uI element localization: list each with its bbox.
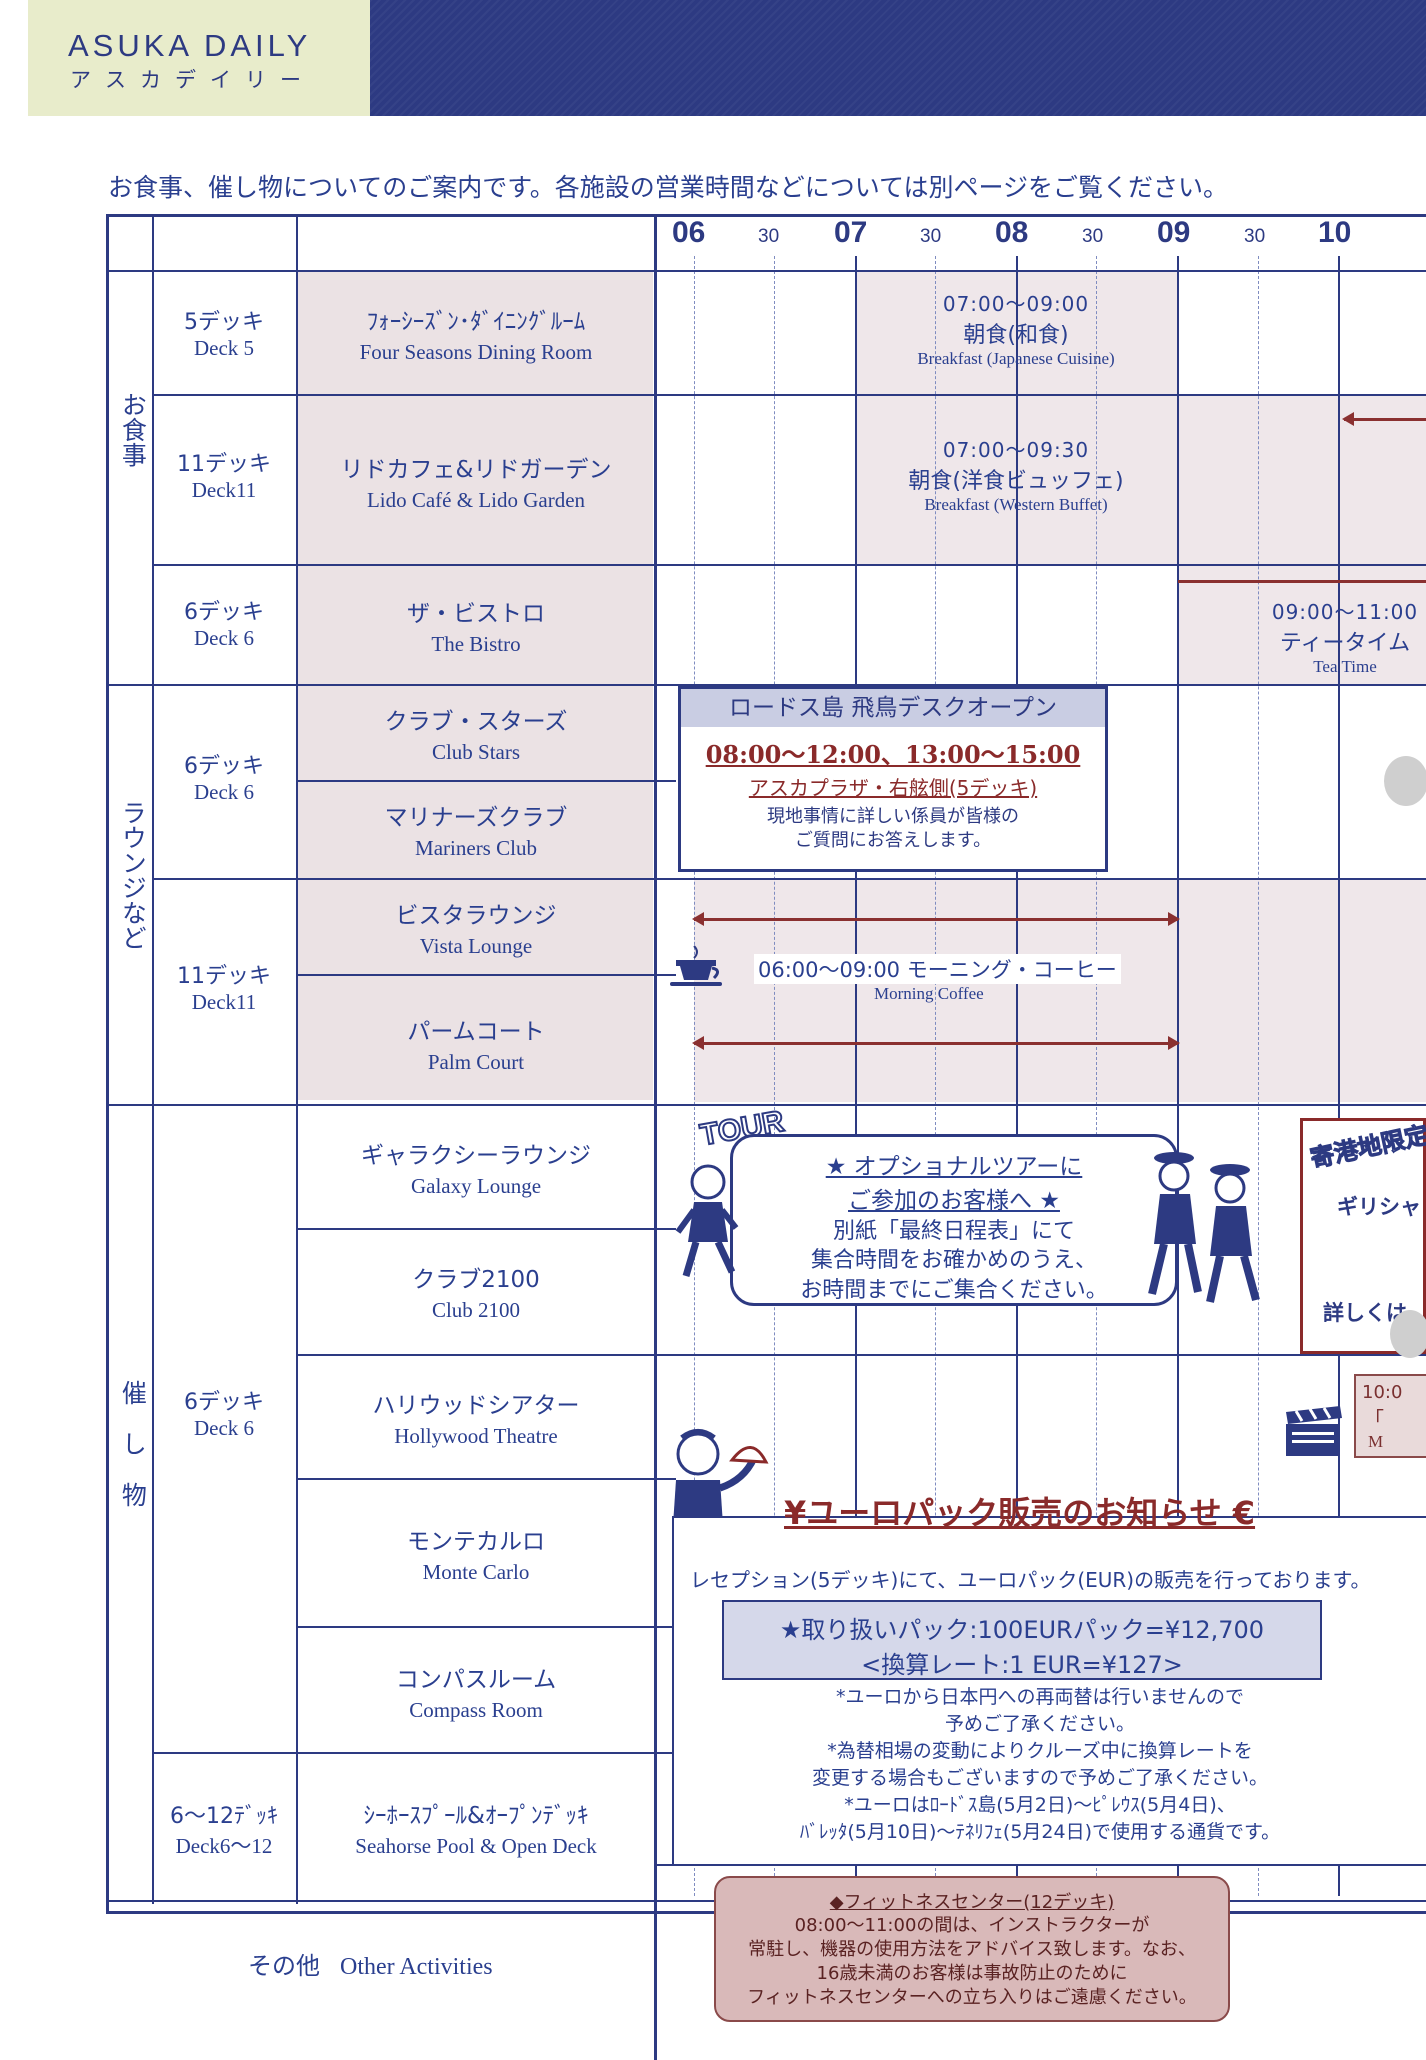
intro-text: お食事、催し物についてのご案内です。各施設の営業時間などについては別ページをご覧… [108,173,1229,202]
category-lounges: ラウンジなど [118,800,148,950]
vista-coffee-arrow [692,912,1180,926]
tourists-illustration [1142,1140,1272,1314]
euro-pack-notes: *ユーロから日本円への再両替は行いませんので 予めご了承ください。 *為替相場の… [799,1686,1281,1843]
hollywood-event-partial: 10:0 「 M [1354,1374,1426,1458]
tour-guide-illustration [672,1160,742,1284]
hour-07: 07 [834,216,868,249]
rhodes-time: 08:00〜12:00、13:00〜15:00 [705,740,1081,769]
tea-shade [1178,566,1426,684]
lido-later-shade [1178,396,1426,564]
header-logo-panel [28,0,370,116]
euro-pack-rate-box: ★取り扱いパック:100EURパック=¥12,700 <換算レート:1 EUR=… [722,1600,1322,1680]
category-dining: お食事 [118,392,148,467]
hour-10: 10 [1318,216,1352,249]
hour-06: 06 [672,216,706,249]
fitness-center-notice: ◆フィットネスセンター(12デッキ) 08:00〜11:00の間は、インストラク… [714,1876,1230,2022]
lounge-later-shade [1178,880,1426,1102]
event-tea: 09:00〜11:00 ティータイム Tea Time [1271,600,1419,676]
event-morning-coffee: 06:00〜09:00 モーニング・コーヒー Morning Coffee [754,954,1154,1004]
event-breakfast-west: 07:00〜09:30 朝食(洋食ビュッフェ) Breakfast (Weste… [908,438,1124,514]
event-breakfast-jp: 07:00〜09:00 朝食(和食) Breakfast (Japanese C… [917,292,1115,368]
palm-coffee-arrow [692,1036,1180,1050]
hour-09: 09 [1157,216,1191,249]
euro-pack-notice [672,1516,1426,1866]
rhodes-location: アスカプラザ・右舷側(5デッキ) [748,776,1038,800]
optional-tour-notice: ★ オプショナルツアーに ご参加のお客様へ ★ 別紙「最終日程表」にて 集合時間… [730,1134,1178,1306]
punch-hole-bottom [1390,1310,1426,1358]
rhodes-desc-1: 現地事情に詳しい係員が皆様の [767,806,1019,827]
hour-08: 08 [995,216,1029,249]
half-0630: 30 [758,226,780,247]
coffee-cup-icon [666,944,730,996]
half-0730: 30 [920,226,942,247]
half-0930: 30 [1244,226,1266,247]
half-0830: 30 [1082,226,1104,247]
category-events: 催し物 [118,1380,148,1533]
rhodes-title: ロードス島 飛鳥デスクオープン [681,689,1105,727]
clapperboard-icon [1284,1404,1342,1462]
tea-arrow [1178,580,1426,583]
punch-hole-top [1384,756,1426,806]
euro-pack-intro: レセプション(5デッキ)にて、ユーロパック(EUR)の販売を行っております。 [690,1568,1371,1592]
events-venue-bg [297,1100,653,1900]
port-limited-panel: 寄港地限定 ギリシャ 詳しくは [1300,1118,1426,1354]
lido-later-arrow [1342,412,1426,426]
rhodes-desk-notice: ロードス島 飛鳥デスクオープン 08:00〜12:00、13:00〜15:00 … [678,686,1108,872]
logo-title: ASUKA DAILY [68,28,312,63]
rhodes-desc-2: ご質問にお答えします。 [794,830,992,852]
waiter-illustration [660,1424,770,1548]
euro-pack-title: ¥ユーロパック販売のお知らせ € [784,1494,1256,1532]
logo-subtitle: アスカデイリー [70,68,315,92]
header-banner [370,0,1426,116]
